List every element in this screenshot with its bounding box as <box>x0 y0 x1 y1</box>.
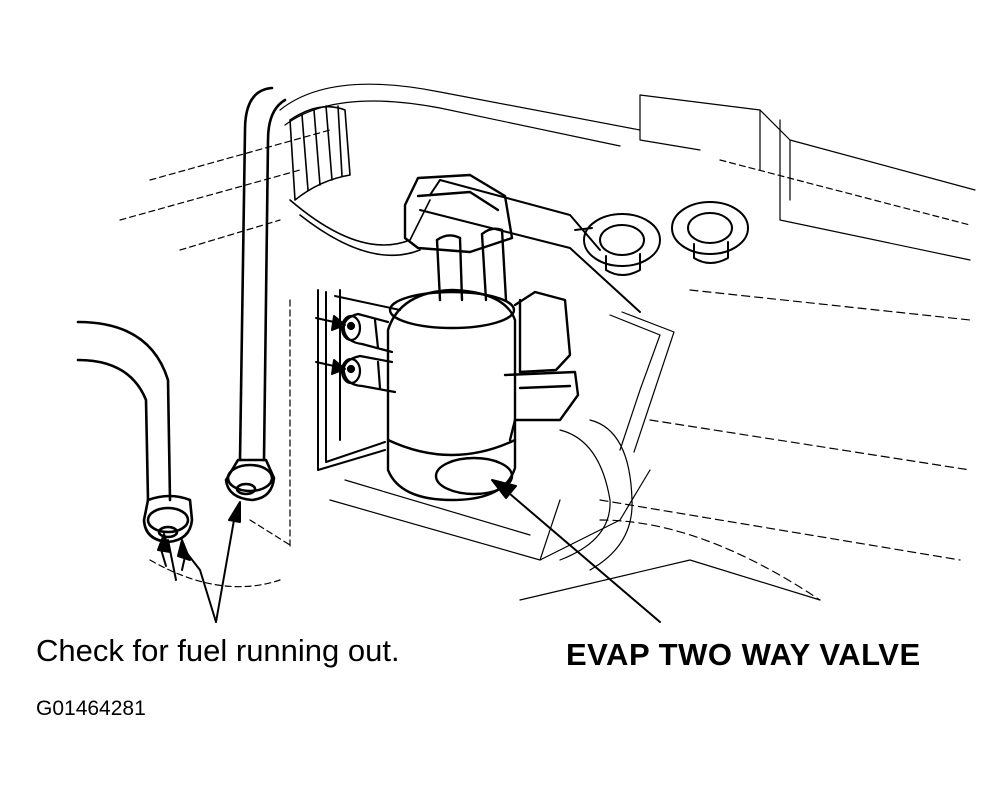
nipple-arrows <box>315 315 346 375</box>
center-fuel-hose <box>224 86 287 502</box>
check-leader-arrows <box>157 501 241 623</box>
evap-two-way-valve <box>386 173 580 502</box>
instruction-label: Check for fuel running out. <box>36 633 400 668</box>
left-fuel-hose <box>76 320 194 544</box>
valve-nipples <box>340 312 397 394</box>
figure-id-label: G01464281 <box>36 697 146 720</box>
background-structure <box>119 83 976 601</box>
valve-leader-arrow <box>491 479 661 623</box>
corrugated-hose <box>289 105 431 257</box>
mounting-bolts <box>574 201 749 276</box>
component-label: EVAP TWO WAY VALVE <box>566 637 921 672</box>
